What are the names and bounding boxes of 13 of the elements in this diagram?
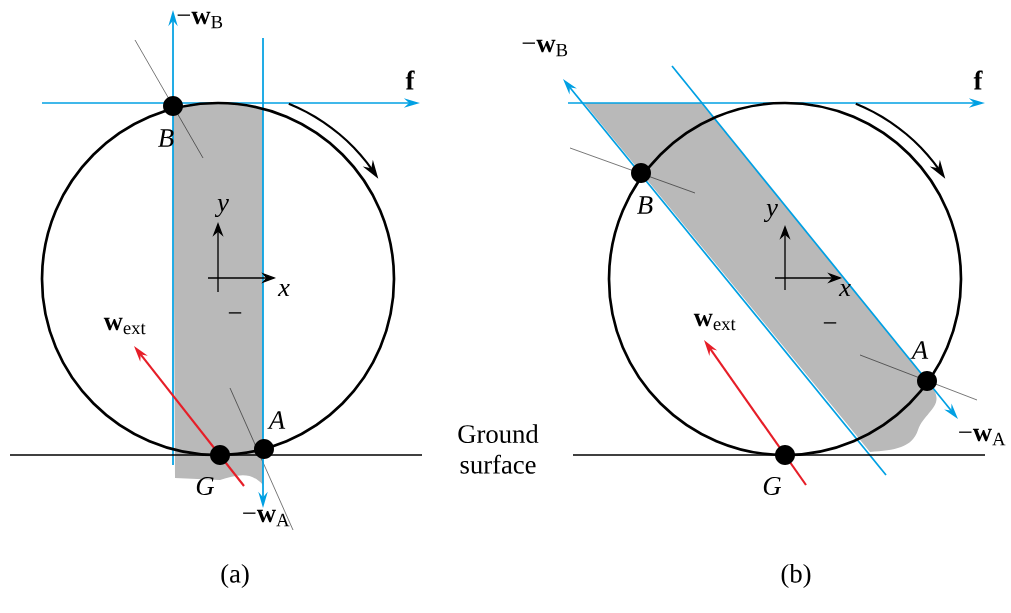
axis-label: y <box>763 204 778 222</box>
point-label: B <box>637 196 653 214</box>
point-label: G <box>763 477 782 495</box>
sign-label: − <box>823 322 837 324</box>
force-label: −w$_{B}$ <box>522 39 568 57</box>
panel-label: (b) <box>781 563 811 589</box>
panel-label: (a) <box>221 563 249 589</box>
force-label: f <box>973 70 983 90</box>
axis-label: x <box>838 283 851 297</box>
force-label: w$_{ext}$ <box>693 313 736 331</box>
point-label: A <box>910 341 929 359</box>
force-label: −w$_{A}$ <box>959 428 1006 446</box>
surface-label: Ground surface <box>458 424 539 474</box>
